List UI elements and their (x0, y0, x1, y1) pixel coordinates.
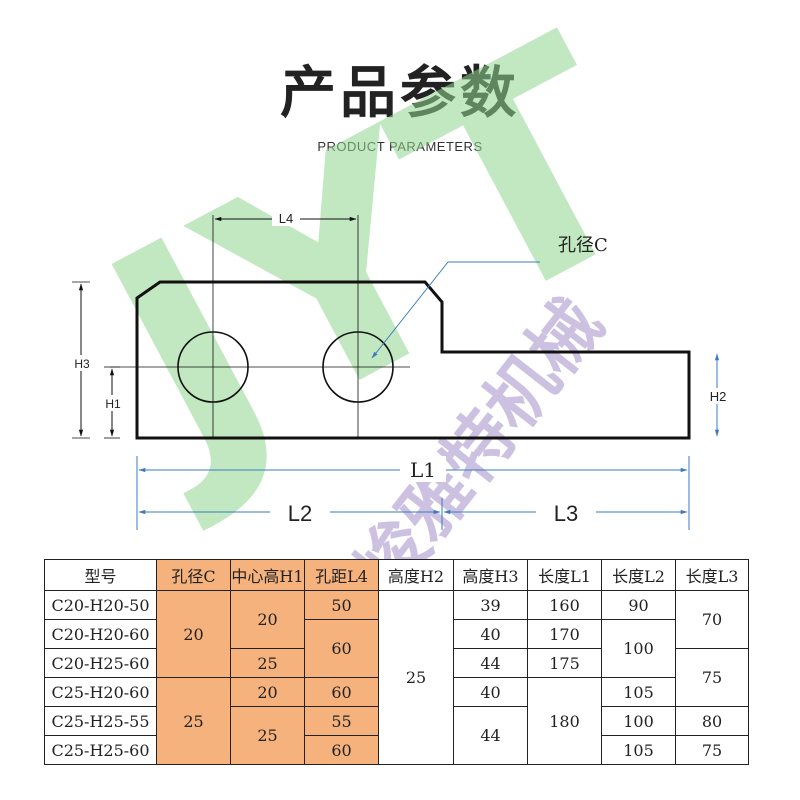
header-length-l1: 长度L1 (527, 559, 602, 591)
header-hole-distance-l4: 孔距L4 (304, 559, 379, 591)
cell-length-l2: 100 (601, 619, 676, 678)
cell-height-h3: 44 (453, 648, 528, 678)
cell-hole-c: 20 (156, 590, 231, 678)
table-row: C25-H25-55 25 55 44 100 80 (44, 706, 749, 765)
table-row: C25-H20-60 25 20 60 40 180 105 (44, 677, 749, 765)
header-length-l3: 长度L3 (675, 559, 749, 591)
cell-center-height-h1: 25 (230, 706, 305, 765)
cell-height-h3: 40 (453, 677, 528, 707)
hole-diameter-label: 孔径C (558, 235, 608, 256)
watermark-letters: JYT (43, 0, 696, 541)
cell-length-l1: 175 (527, 648, 602, 678)
h3-label: H3 (74, 357, 90, 371)
page-subtitle: PRODUCT PARAMETERS (317, 139, 483, 154)
header-hole-c: 孔径C (156, 559, 231, 591)
cell-model: C20-H20-50 (44, 590, 157, 620)
cell-hole-distance-l4: 60 (304, 619, 379, 678)
h1-label: H1 (105, 397, 121, 411)
cell-center-height-h1: 20 (230, 677, 305, 707)
cell-length-l3: 75 (675, 735, 749, 765)
table-row: C25-H25-60 60 105 75 (44, 735, 749, 765)
watermark: JYT (43, 0, 696, 541)
cell-length-l2: 105 (601, 677, 676, 707)
page-title: 产品参数 (280, 61, 520, 126)
cell-model: C25-H25-60 (44, 735, 157, 765)
cell-height-h2: 25 (378, 590, 454, 765)
h2-label: H2 (710, 389, 727, 404)
parameters-table: 型号 孔径C 中心高H1 孔距L4 高度H2 高度H3 长度L1 长度L2 长度… (44, 559, 749, 765)
header-length-l2: 长度L2 (601, 559, 676, 591)
l4-label: L4 (279, 211, 293, 226)
cell-model: C20-H20-60 (44, 619, 157, 649)
header-height-h2: 高度H2 (378, 559, 454, 591)
cell-length-l2: 90 (601, 590, 676, 620)
cell-length-l3: 70 (675, 590, 749, 649)
cell-length-l3: 80 (675, 706, 749, 736)
hole-leader-diagonal (371, 261, 449, 359)
cell-length-l2: 100 (601, 706, 676, 736)
cell-hole-distance-l4: 60 (304, 735, 379, 765)
cell-length-l1: 170 (527, 619, 602, 649)
cell-model: C20-H25-60 (44, 648, 157, 678)
part-outline (135, 280, 691, 440)
cell-hole-distance-l4: 50 (304, 590, 379, 620)
cell-hole-distance-l4: 55 (304, 706, 379, 736)
cell-length-l1: 180 (527, 677, 602, 765)
cell-center-height-h1: 20 (230, 590, 305, 649)
cell-hole-distance-l4: 60 (304, 677, 379, 707)
table-row: C20-H20-50 20 20 50 25 39 160 90 70 (44, 590, 749, 765)
cell-height-h3: 39 (453, 590, 528, 620)
cell-model: C25-H25-55 (44, 706, 157, 736)
l1-label: L1 (410, 458, 436, 482)
cell-center-height-h1: 25 (230, 648, 305, 678)
header-center-height-h1: 中心高H1 (230, 559, 305, 591)
l3-label: L3 (554, 501, 578, 526)
cell-hole-c: 25 (156, 677, 231, 765)
header-height-h3: 高度H3 (453, 559, 528, 591)
cell-height-h3: 40 (453, 619, 528, 649)
cell-length-l1: 160 (527, 590, 602, 620)
cell-height-h3: 44 (453, 706, 528, 765)
cell-length-l2: 105 (601, 735, 676, 765)
part-drawing: JYT 峻雅特机械 L4 孔径C H3 H1 (42, 0, 727, 560)
table-header-row: 型号 孔径C 中心高H1 孔距L4 高度H2 高度H3 长度L1 长度L2 长度… (44, 559, 749, 591)
cell-length-l3: 75 (675, 648, 749, 707)
header-model: 型号 (44, 559, 157, 591)
cell-model: C25-H20-60 (44, 677, 157, 707)
l2-label: L2 (288, 501, 312, 526)
